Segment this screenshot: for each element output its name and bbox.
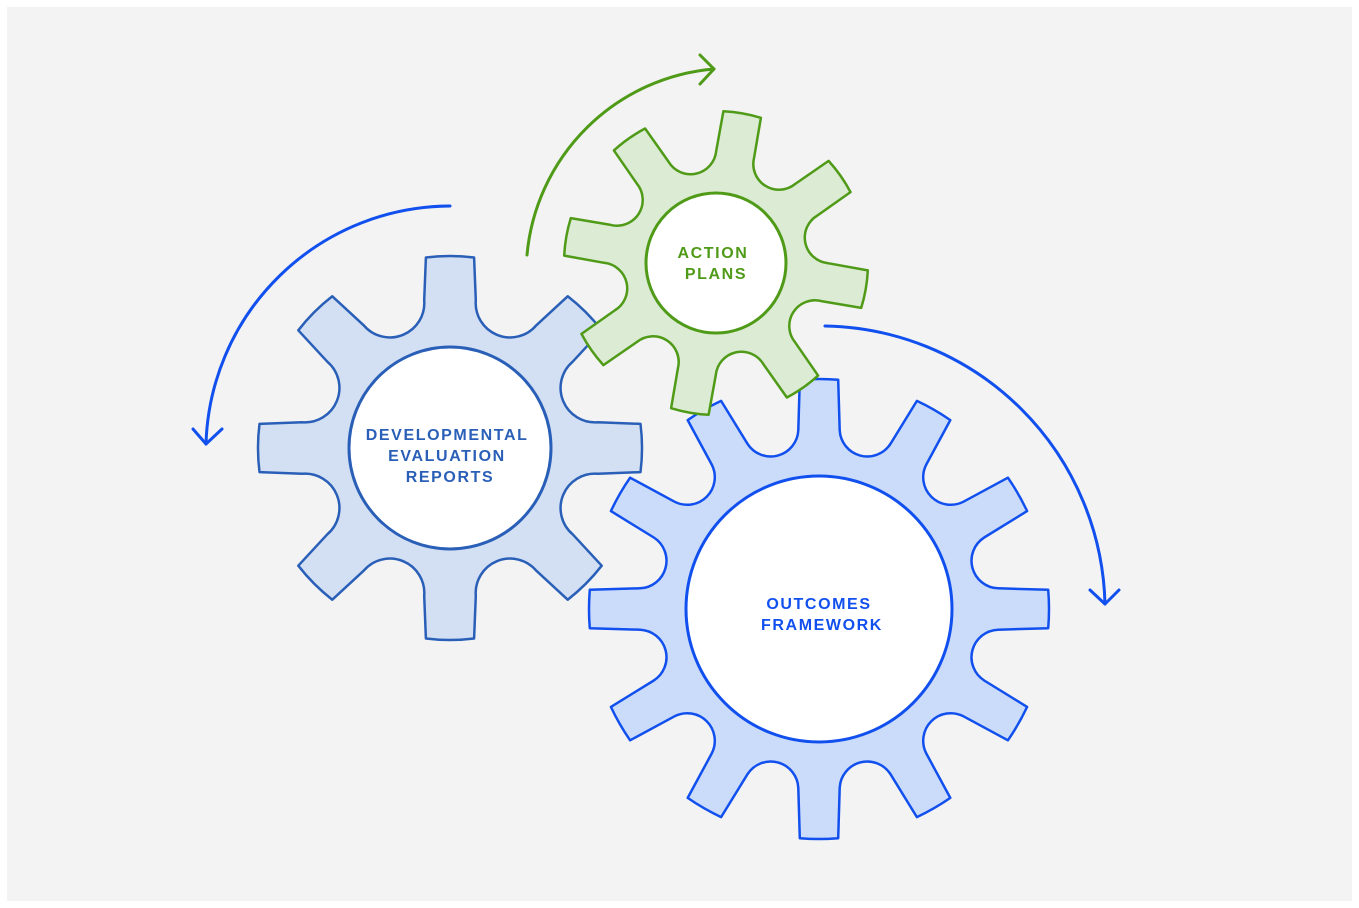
outcomes-label-line-2: FRAMEWORK bbox=[761, 617, 883, 634]
developmental-label-line-2: EVALUATION bbox=[388, 448, 506, 465]
developmental-label-line-3: REPORTS bbox=[406, 469, 495, 486]
action-gear-hub bbox=[644, 191, 788, 335]
outcomes-gear-label: OUTCOMES FRAMEWORK bbox=[761, 596, 883, 634]
outcomes-gear-hub bbox=[684, 474, 954, 744]
action-gear-label: ACTION PLANS bbox=[678, 245, 755, 283]
developmental-gear-hub bbox=[347, 345, 553, 551]
action-label-line-2: PLANS bbox=[685, 266, 747, 283]
curved-arrow-right-icon bbox=[525, 53, 716, 257]
developmental-gear-label: DEVELOPMENTAL EVALUATION REPORTS bbox=[366, 427, 535, 486]
curved-arrow-down-icon bbox=[823, 324, 1121, 606]
developmental-label-line-1: DEVELOPMENTAL bbox=[366, 427, 528, 444]
outcomes-label-line-1: OUTCOMES bbox=[766, 596, 871, 613]
diagram-background bbox=[7, 7, 1352, 901]
action-plans-gear: ACTION PLANS bbox=[562, 109, 870, 417]
curved-arrow-down-icon bbox=[191, 204, 452, 446]
outcomes-framework-gear: OUTCOMES FRAMEWORK bbox=[587, 377, 1051, 841]
developmental-evaluation-gear: DEVELOPMENTAL EVALUATION REPORTS bbox=[256, 254, 644, 642]
action-label-line-1: ACTION bbox=[678, 245, 749, 262]
